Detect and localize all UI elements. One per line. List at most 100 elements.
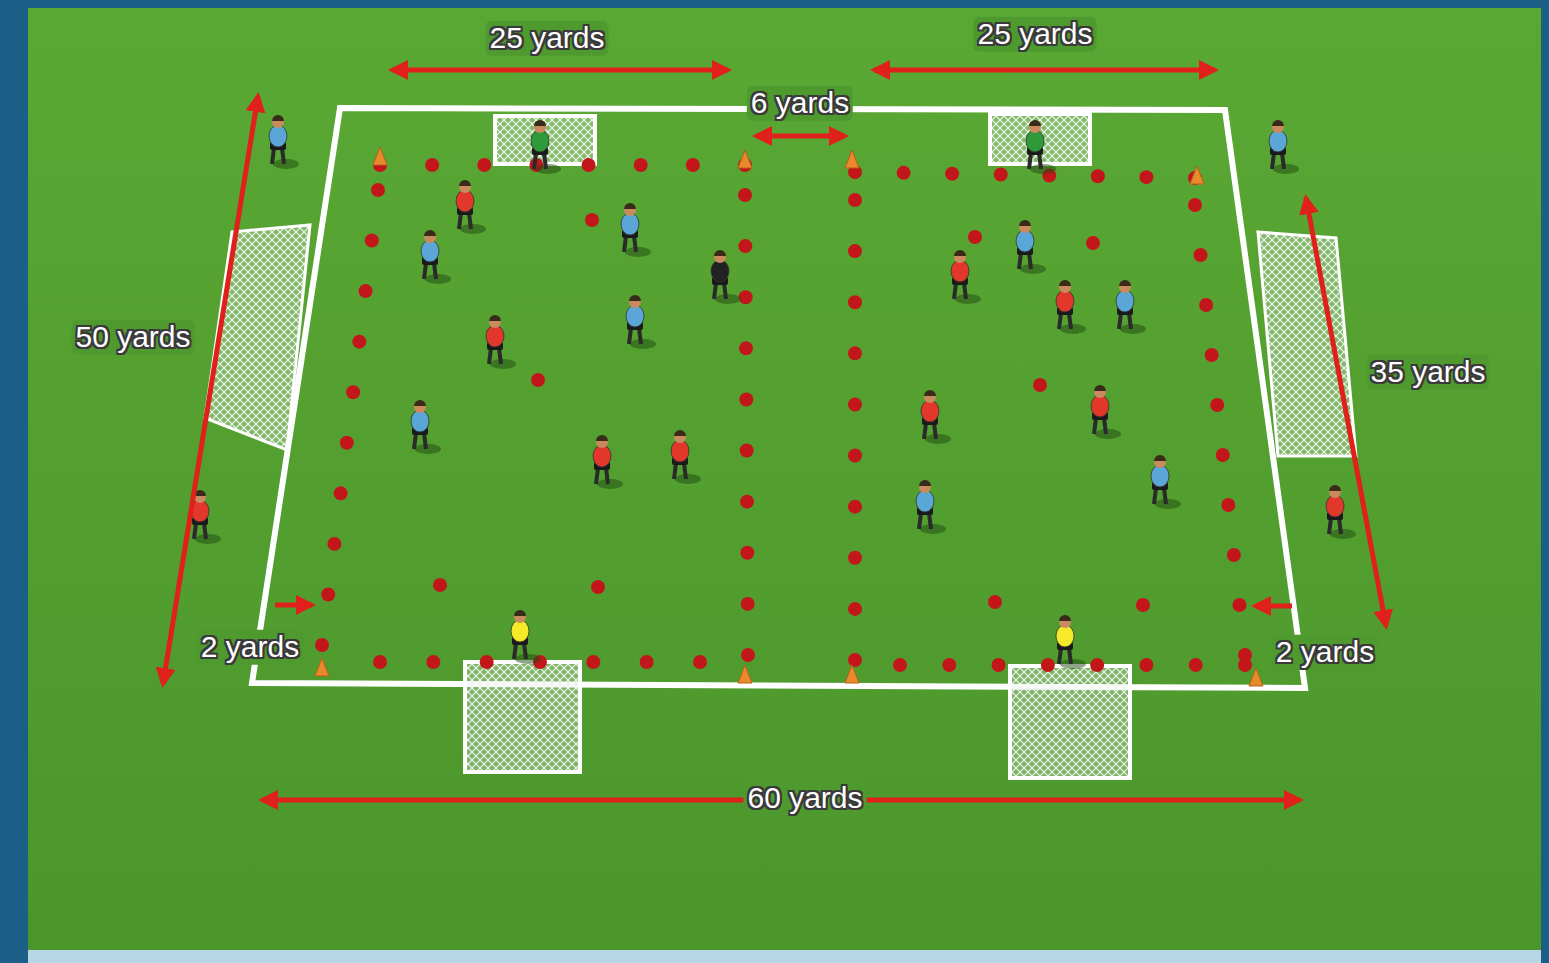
marker-dot xyxy=(945,167,959,181)
player-shadow xyxy=(597,479,623,489)
marker-dot xyxy=(586,655,600,669)
player xyxy=(1016,220,1046,274)
marker-dot xyxy=(346,385,360,399)
dimension-label: 50 yards xyxy=(71,320,194,355)
player-shirt xyxy=(921,400,939,422)
player-shirt xyxy=(1326,495,1344,517)
player-head xyxy=(1272,121,1284,133)
player-legs xyxy=(954,283,966,299)
player-hair xyxy=(1019,220,1031,226)
player-shadow xyxy=(955,294,981,304)
player-legs xyxy=(272,148,284,164)
player-head xyxy=(1019,221,1031,233)
player-hair xyxy=(624,203,636,209)
marker-dot xyxy=(373,655,387,669)
player-hair xyxy=(1119,280,1131,286)
player-hair xyxy=(534,120,546,126)
player-shadow xyxy=(1330,529,1356,539)
cone xyxy=(315,658,329,676)
marker-dot xyxy=(1216,448,1230,462)
marker-dot xyxy=(1136,598,1150,612)
marker-dot xyxy=(340,436,354,450)
player-head xyxy=(714,251,726,263)
player xyxy=(1026,120,1056,174)
marker-dot xyxy=(1210,398,1224,412)
player-shirt xyxy=(593,445,611,467)
field-outline xyxy=(252,108,1305,688)
player-shirt xyxy=(411,410,429,432)
marker-dot xyxy=(1221,498,1235,512)
marker-dot xyxy=(1139,170,1153,184)
marker-dot xyxy=(591,580,605,594)
player-legs xyxy=(674,463,686,479)
cone xyxy=(845,665,859,683)
grass xyxy=(28,8,1541,955)
player xyxy=(711,250,741,304)
marker-dot xyxy=(327,537,341,551)
dimension-label: 2 yards xyxy=(197,630,303,665)
cone xyxy=(373,147,387,165)
player-legs xyxy=(414,433,426,449)
player-legs xyxy=(1019,253,1031,269)
player-hair xyxy=(629,295,641,301)
dimension-arrow xyxy=(163,96,258,684)
player-shirt xyxy=(421,240,439,262)
player-head xyxy=(1329,486,1341,498)
player-shadow xyxy=(515,654,541,664)
marker-dot xyxy=(321,587,335,601)
dimension-label: 60 yards xyxy=(743,781,866,816)
cone xyxy=(738,150,752,168)
marker-dot xyxy=(433,578,447,592)
cone xyxy=(845,150,859,168)
player-shadow xyxy=(925,434,951,444)
player-legs xyxy=(1154,488,1166,504)
marker-dot xyxy=(315,638,329,652)
marker-dot xyxy=(741,597,755,611)
player-shirt xyxy=(1116,290,1134,312)
player-hair xyxy=(1059,615,1071,621)
player-hair xyxy=(424,230,436,236)
player xyxy=(921,390,951,444)
marker-dot xyxy=(992,658,1006,672)
player-legs xyxy=(1094,418,1106,434)
marker-dot xyxy=(848,397,862,411)
marker-dot xyxy=(738,239,752,253)
marker-dot xyxy=(693,655,707,669)
player-head xyxy=(1059,616,1071,628)
marker-dot xyxy=(740,495,754,509)
marker-dot xyxy=(848,602,862,616)
player-hair xyxy=(1272,120,1284,126)
player-shirt xyxy=(621,213,639,235)
player xyxy=(531,120,561,174)
dimension-arrow xyxy=(1306,198,1386,626)
player-head xyxy=(674,431,686,443)
player-shadow xyxy=(425,274,451,284)
player-shirt xyxy=(269,125,287,147)
marker-dot xyxy=(968,230,982,244)
marker-dot xyxy=(359,284,373,298)
marker-dot xyxy=(1189,658,1203,672)
marker-dot xyxy=(942,658,956,672)
cone xyxy=(738,665,752,683)
player-legs xyxy=(1029,153,1041,169)
marker-dot xyxy=(893,658,907,672)
player-legs xyxy=(624,236,636,252)
marker-dot xyxy=(848,449,862,463)
player xyxy=(671,430,701,484)
marker-dot xyxy=(848,346,862,360)
player-head xyxy=(924,391,936,403)
player-shirt xyxy=(1026,130,1044,152)
marker-dot xyxy=(848,244,862,258)
bottom-strip xyxy=(28,950,1541,963)
player-legs xyxy=(1329,518,1341,534)
marker-dot xyxy=(1199,298,1213,312)
marker-dot xyxy=(352,335,366,349)
player-head xyxy=(596,436,608,448)
player xyxy=(1269,120,1299,174)
player xyxy=(626,295,656,349)
player-shadow xyxy=(1060,659,1086,669)
marker-dot xyxy=(1232,598,1246,612)
player-hair xyxy=(459,180,471,186)
marker-dot xyxy=(1090,658,1104,672)
player-legs xyxy=(194,523,206,539)
